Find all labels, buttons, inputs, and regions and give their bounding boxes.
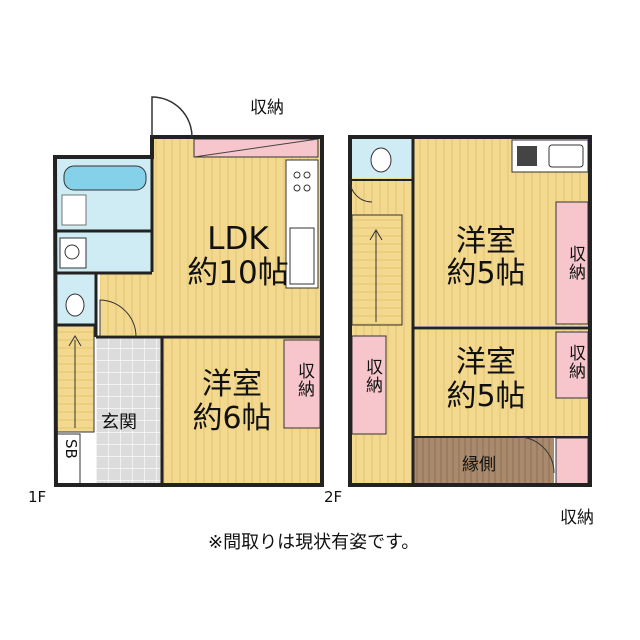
western-a-name: 洋室 [456,224,516,259]
veranda-floor [414,438,554,484]
ldk-size: 約10帖 [187,255,289,291]
disclaimer-note: ※間取りは現状有姿です。 [208,532,420,553]
storage-b-label-2f: 収納 [565,344,585,380]
storage-room-label-1f: 収納 [294,362,314,398]
shoe-box-label: SB [62,439,80,459]
floor2-label: 2F [324,488,343,506]
storage-a-label-2f: 収納 [565,245,585,281]
shoe-box [55,433,81,485]
western6-name: 洋室 [202,367,262,402]
floor1-label: 1F [28,488,47,506]
storage-a-2f [555,201,589,325]
storage-room-1f [283,339,321,429]
western-b-size: 約5帖 [446,379,526,414]
entrance-floor [96,337,162,485]
veranda-label: 縁側 [462,455,496,475]
storage-outside-2f [555,437,589,485]
western-b-name: 洋室 [456,345,516,380]
storage-hall-2f [351,335,387,435]
floor1-plan [52,96,324,487]
kitchen-counter [285,159,319,289]
storage-b-2f [555,331,589,399]
western-a-size: 約5帖 [446,256,526,291]
floor2-plan [348,135,592,487]
storage-top-label-1f: 収納 [250,98,284,118]
stairs-2f [351,214,403,326]
entrance-label: 玄関 [101,412,137,433]
storage-hall-label-2f: 収納 [362,358,382,394]
storage-outside-label-2f: 収納 [560,508,594,528]
ldk-name: LDK [207,221,269,257]
western6-size: 約6帖 [192,401,272,436]
